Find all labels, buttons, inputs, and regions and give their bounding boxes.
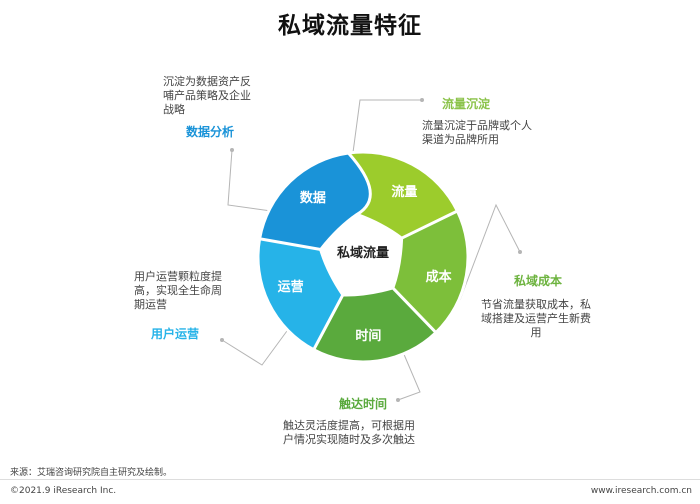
callout-head-shijian: 触达时间 bbox=[339, 397, 388, 411]
ring-segments bbox=[256, 150, 470, 364]
callout-head-shuju: 数据分析 bbox=[186, 125, 235, 139]
ring-label-chengben: 成本 bbox=[426, 269, 452, 285]
page-title: 私域流量特征 bbox=[278, 13, 422, 39]
callout-desc-line: 用 bbox=[530, 326, 542, 339]
connector-dot-chengben bbox=[518, 250, 522, 254]
website-link[interactable]: www.iresearch.com.cn bbox=[590, 486, 692, 496]
callout-desc-liuliang: 流量沉淀于品牌或个人 渠道为品牌所用 bbox=[422, 119, 532, 147]
connector-liuliang bbox=[351, 99, 422, 161]
source-note: 来源：艾瑞咨询研究院自主研究及绘制。 bbox=[10, 468, 173, 478]
callout-desc-line: 期运营 bbox=[134, 298, 167, 311]
callout-desc-line: 高，实现全生命周 bbox=[134, 284, 222, 297]
callout-head-yunying: 用户运营 bbox=[151, 327, 200, 341]
connector-dot-shuju bbox=[230, 148, 234, 152]
callout-desc-line: 流量沉淀于品牌或个人 bbox=[422, 119, 532, 132]
callout-desc-line: 战略 bbox=[163, 103, 185, 116]
callout-desc-line: 域搭建及运营产生新费 bbox=[481, 312, 591, 325]
footer-divider bbox=[0, 479, 700, 480]
connector-shijian bbox=[397, 344, 421, 401]
connector-dot-shijian bbox=[396, 398, 400, 402]
callout-head-liuliang: 流量沉淀 bbox=[442, 97, 491, 111]
connector-dot-liuliang bbox=[420, 98, 424, 102]
callout-desc-chengben: 节省流量获取成本，私 域搭建及运营产生新费 用 bbox=[474, 298, 598, 340]
callout-desc-line: 哺产品策略及企业 bbox=[163, 89, 251, 102]
ring-label-liuliang: 流量 bbox=[391, 184, 417, 200]
callout-desc-shijian: 触达灵活度提高，可根据用 户情况实现随时及多次触达 bbox=[283, 419, 415, 447]
callout-connectors bbox=[220, 98, 522, 402]
callout-desc-line: 用户运营颗粒度提 bbox=[134, 270, 222, 283]
ring-label-yunying: 运营 bbox=[278, 279, 304, 295]
center-label: 私域流量 bbox=[337, 245, 389, 261]
connector-yunying bbox=[221, 319, 296, 366]
ring-label-shuju: 数据 bbox=[300, 190, 326, 206]
callout-head-chengben: 私域成本 bbox=[514, 274, 563, 288]
callout-desc-line: 沉淀为数据资产反 bbox=[163, 75, 251, 88]
ring-segment-shuju bbox=[257, 151, 372, 252]
callout-desc-line: 渠道为品牌所用 bbox=[422, 133, 499, 146]
ring-label-shijian: 时间 bbox=[355, 328, 381, 344]
callout-desc-line: 户情况实现随时及多次触达 bbox=[283, 433, 415, 446]
callout-desc-yunying: 用户运营颗粒度提 高，实现全生命周 期运营 bbox=[134, 270, 222, 312]
connector-dot-yunying bbox=[220, 338, 224, 342]
connector-chengben bbox=[459, 203, 521, 301]
callout-desc-line: 节省流量获取成本，私 bbox=[481, 298, 591, 311]
callout-desc-shuju: 沉淀为数据资产反 哺产品策略及企业 战略 bbox=[163, 75, 251, 117]
callout-desc-line: 触达灵活度提高，可根据用 bbox=[283, 419, 415, 432]
copyright: ©2021.9 iResearch Inc. bbox=[10, 486, 117, 496]
